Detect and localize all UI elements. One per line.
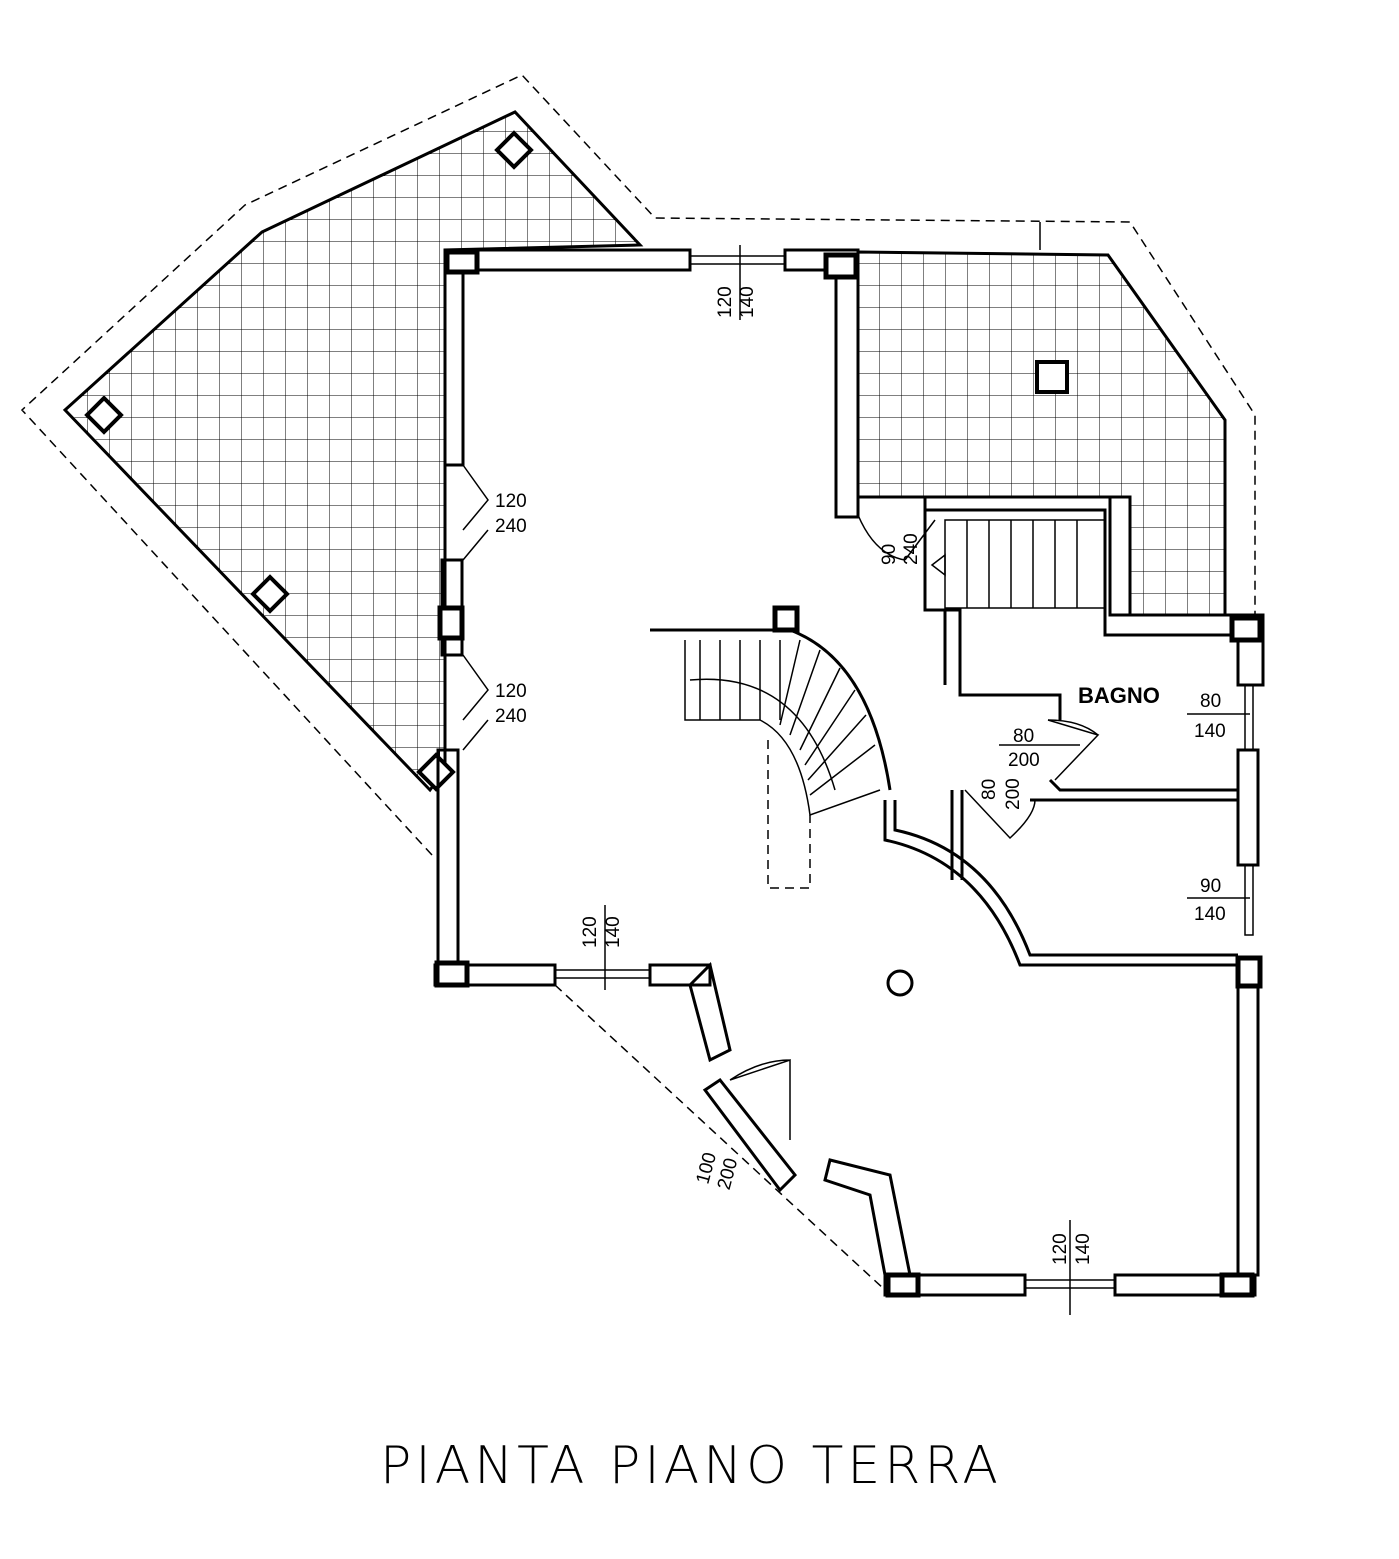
left-terrace [62,110,644,793]
label-height: 200 [1008,750,1040,771]
label-width: 120 [1050,1233,1071,1265]
label-width: 120 [495,491,527,512]
entry-dashed-line [554,984,886,1291]
curved-staircase [650,628,892,889]
label-height: 140 [603,916,624,948]
label-width: 90 [1200,876,1221,897]
planter [416,752,456,792]
doors [462,464,1100,1140]
label-width: 120 [715,286,736,318]
room-label-bagno: BAGNO [1078,683,1160,708]
label-width: 90 [879,544,900,565]
label-width: 120 [580,916,601,948]
planter [84,395,124,435]
label-height: 240 [901,533,922,565]
label-height: 240 [495,706,527,727]
label-height: 240 [495,516,527,537]
opening-labels: 120 140 120 240 120 240 90 240 BAGNO 80 … [495,245,1250,1315]
planter [250,574,290,614]
label-height: 140 [1194,904,1226,925]
label-width: 80 [979,779,1000,800]
label-height: 200 [1003,778,1024,810]
label-width: 80 [1013,726,1034,747]
straight-staircase [930,519,1106,609]
label-height: 140 [1073,1233,1094,1265]
columns [434,249,1263,1298]
terrace-dashed-outline [20,74,1256,856]
planter [1035,360,1069,394]
label-height: 140 [737,286,758,318]
label-width: 120 [495,681,527,702]
planter [494,130,534,170]
label-width: 80 [1200,691,1221,712]
label-height: 140 [1194,721,1226,742]
pillar-round [886,969,914,997]
drawing-title: PIANTA PIANO TERRA [380,1436,1002,1496]
